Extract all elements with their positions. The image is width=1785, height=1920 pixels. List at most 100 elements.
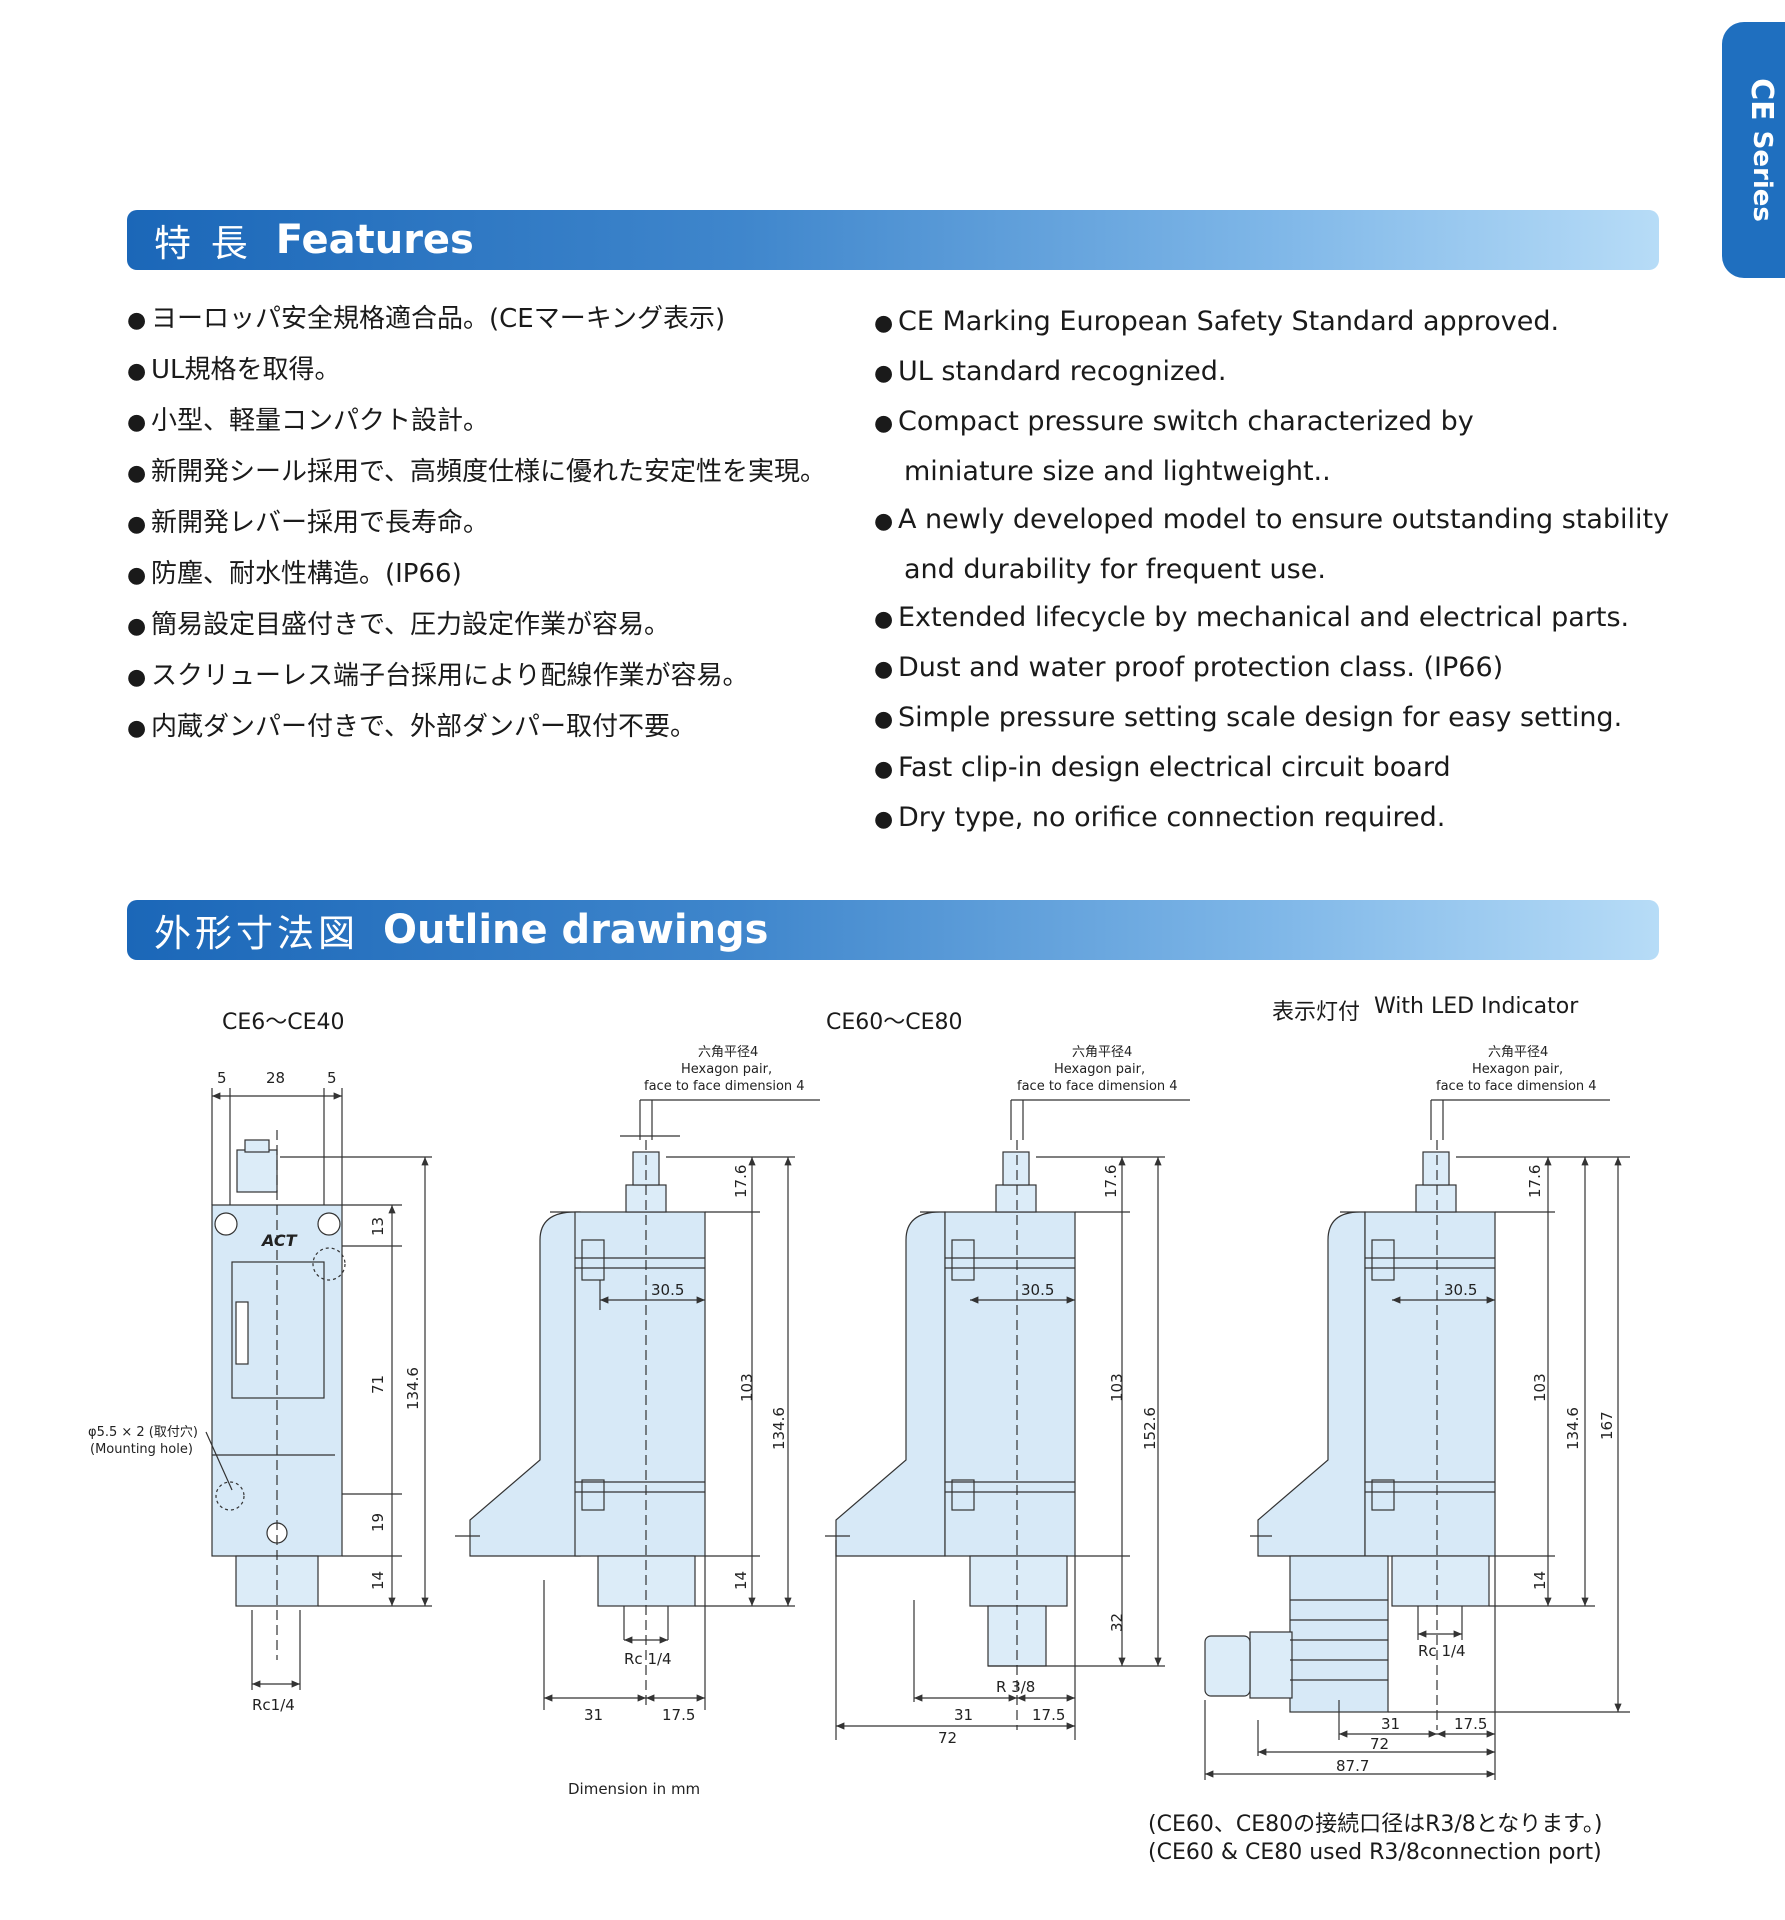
dim-a-total: 134.6 (404, 1367, 422, 1410)
dim-b-right: 17.5 (662, 1706, 695, 1724)
feature-en-item: ●A newly developed model to ensure outst… (874, 496, 1674, 594)
dim-c-left: 31 (954, 1706, 973, 1724)
bullet-icon: ● (127, 461, 147, 486)
feature-jp-text: 新開発レバー採用で長寿命。 (151, 508, 490, 538)
feature-en-item: ●Fast clip-in design electrical circuit … (874, 744, 1674, 794)
feature-en-text: Dry type, no orifice connection required… (898, 802, 1446, 833)
dim-c-right: 17.5 (1032, 1706, 1065, 1724)
feature-en-item: ●Dust and water proof protection class. … (874, 644, 1674, 694)
dimension-note: Dimension in mm (568, 1780, 700, 1798)
dim-d-right: 17.5 (1454, 1715, 1487, 1733)
feature-en-item: ●UL standard recognized. (874, 348, 1674, 398)
bullet-icon: ● (874, 807, 894, 832)
hex-d-en2: face to face dimension 4 (1436, 1079, 1597, 1094)
feature-jp-text: 簡易設定目盛付きで、圧力設定作業が容易。 (151, 610, 670, 640)
feature-en-item: ●Simple pressure setting scale design fo… (874, 694, 1674, 744)
port-d: Rc 1/4 (1418, 1642, 1466, 1660)
note-jp: (CE60、CE80の接続口径はR3/8となります。) (1148, 1812, 1603, 1837)
drawing-front-view (205, 1088, 432, 1690)
model-label-ce6-ce40: CE6～CE40 (222, 1010, 345, 1035)
feature-en-continuation: miniature size and lightweight.. (904, 456, 1331, 487)
bullet-icon: ● (127, 716, 147, 741)
bullet-icon: ● (874, 361, 894, 386)
feature-jp-text: ヨーロッパ安全規格適合品。(CEマーキング表示) (151, 304, 726, 334)
dim-a-h1: 13 (369, 1217, 387, 1236)
feature-en-text: Dust and water proof protection class. (… (898, 652, 1504, 683)
outline-heading-band: 外形寸法図 Outline drawings (127, 900, 1659, 960)
dim-a-h2: 71 (369, 1375, 387, 1394)
dim-a-w1: 5 (217, 1069, 227, 1087)
feature-jp-item: ●ヨーロッパ安全規格適合品。(CEマーキング表示) (127, 300, 847, 351)
feature-en-text: A newly developed model to ensure outsta… (898, 504, 1670, 535)
dim-a-w2: 28 (266, 1069, 285, 1087)
feature-jp-item: ●新開発レバー採用で長寿命。 (127, 504, 847, 555)
mount-hole-en: (Mounting hole) (90, 1442, 193, 1457)
act-logo: ACT (260, 1231, 298, 1250)
dim-d-total: 134.6 (1564, 1407, 1582, 1450)
port-b: Rc 1/4 (624, 1650, 672, 1668)
feature-en-continuation: and durability for frequent use. (904, 554, 1326, 585)
feature-en-item: ●CE Marking European Safety Standard app… (874, 298, 1674, 348)
bullet-icon: ● (127, 308, 147, 333)
bullet-icon: ● (127, 359, 147, 384)
feature-en-text: Compact pressure switch characterized by (898, 406, 1474, 437)
features-list-en: ●CE Marking European Safety Standard app… (874, 298, 1674, 844)
feature-jp-text: 防塵、耐水性構造。(IP66) (151, 559, 462, 589)
hex-c-en2: face to face dimension 4 (1017, 1079, 1178, 1094)
hex-c-en1: Hexagon pair, (1054, 1062, 1145, 1077)
outline-heading-en: Outline drawings (383, 907, 769, 953)
feature-jp-item: ●内蔵ダンパー付きで、外部ダンパー取付不要。 (127, 708, 847, 759)
dim-b-total: 134.6 (770, 1407, 788, 1450)
dim-c-top: 17.6 (1102, 1165, 1120, 1198)
dim-a-w3: 5 (327, 1069, 337, 1087)
feature-jp-text: スクリューレス端子台採用により配線作業が容易。 (151, 661, 749, 691)
feature-en-text: Fast clip-in design electrical circuit b… (898, 752, 1451, 783)
bullet-icon: ● (874, 311, 894, 336)
bullet-icon: ● (874, 509, 894, 534)
feature-en-text: CE Marking European Safety Standard appr… (898, 306, 1560, 337)
feature-en-text: Simple pressure setting scale design for… (898, 702, 1623, 733)
bullet-icon: ● (874, 411, 894, 436)
feature-jp-text: 新開発シール採用で、高頻度仕様に優れた安定性を実現。 (151, 457, 826, 487)
feature-en-item: ●Extended lifecycle by mechanical and el… (874, 594, 1674, 644)
dim-d-bottom: 14 (1531, 1571, 1549, 1590)
dim-d-overall: 167 (1598, 1411, 1616, 1440)
feature-jp-item: ●スクリューレス端子台採用により配線作業が容易。 (127, 657, 847, 708)
dim-c-mid: 103 (1108, 1373, 1126, 1402)
feature-en-text: Extended lifecycle by mechanical and ele… (898, 602, 1630, 633)
features-heading-en: Features (275, 217, 474, 263)
drawing-side-view-led (1204, 1099, 1630, 1780)
features-list-jp: ●ヨーロッパ安全規格適合品。(CEマーキング表示)●UL規格を取得。●小型、軽量… (127, 300, 847, 759)
dim-d-left: 31 (1381, 1715, 1400, 1733)
bullet-icon: ● (127, 563, 147, 588)
feature-jp-item: ●UL規格を取得。 (127, 351, 847, 402)
bullet-icon: ● (874, 757, 894, 782)
feature-jp-text: 小型、軽量コンパクト設計。 (151, 406, 490, 436)
dim-c-bottom: 32 (1108, 1613, 1126, 1632)
feature-jp-item: ●簡易設定目盛付きで、圧力設定作業が容易。 (127, 606, 847, 657)
dim-b-d: 30.5 (651, 1281, 684, 1299)
port-c: R 3/8 (996, 1678, 1035, 1696)
dim-a-h3: 19 (369, 1513, 387, 1532)
note-en: (CE60 & CE80 used R3/8connection port) (1148, 1840, 1602, 1865)
drawing-side-view-ce6 (455, 1099, 820, 1710)
feature-jp-item: ●新開発シール採用で、高頻度仕様に優れた安定性を実現。 (127, 453, 847, 504)
bullet-icon: ● (127, 410, 147, 435)
hex-d-en1: Hexagon pair, (1472, 1062, 1563, 1077)
features-heading-jp: 特 長 (154, 222, 252, 265)
hex-b-en1: Hexagon pair, (681, 1062, 772, 1077)
hex-b-en2: face to face dimension 4 (644, 1079, 805, 1094)
feature-en-item: ●Compact pressure switch characterized b… (874, 398, 1674, 496)
dim-c-d: 30.5 (1021, 1281, 1054, 1299)
model-label-ce60-ce80: CE60～CE80 (826, 1010, 963, 1035)
mount-hole-jp: φ5.5 × 2 (取付穴) (88, 1425, 198, 1440)
bullet-icon: ● (127, 614, 147, 639)
dim-b-bottom: 14 (732, 1571, 750, 1590)
hex-d-jp: 六角平径4 (1488, 1045, 1548, 1060)
drawing-side-view-ce60 (825, 1099, 1190, 1740)
bullet-icon: ● (874, 657, 894, 682)
led-label-en: With LED Indicator (1374, 994, 1579, 1019)
dim-d-overall-w: 87.7 (1336, 1757, 1369, 1775)
dim-b-left: 31 (584, 1706, 603, 1724)
